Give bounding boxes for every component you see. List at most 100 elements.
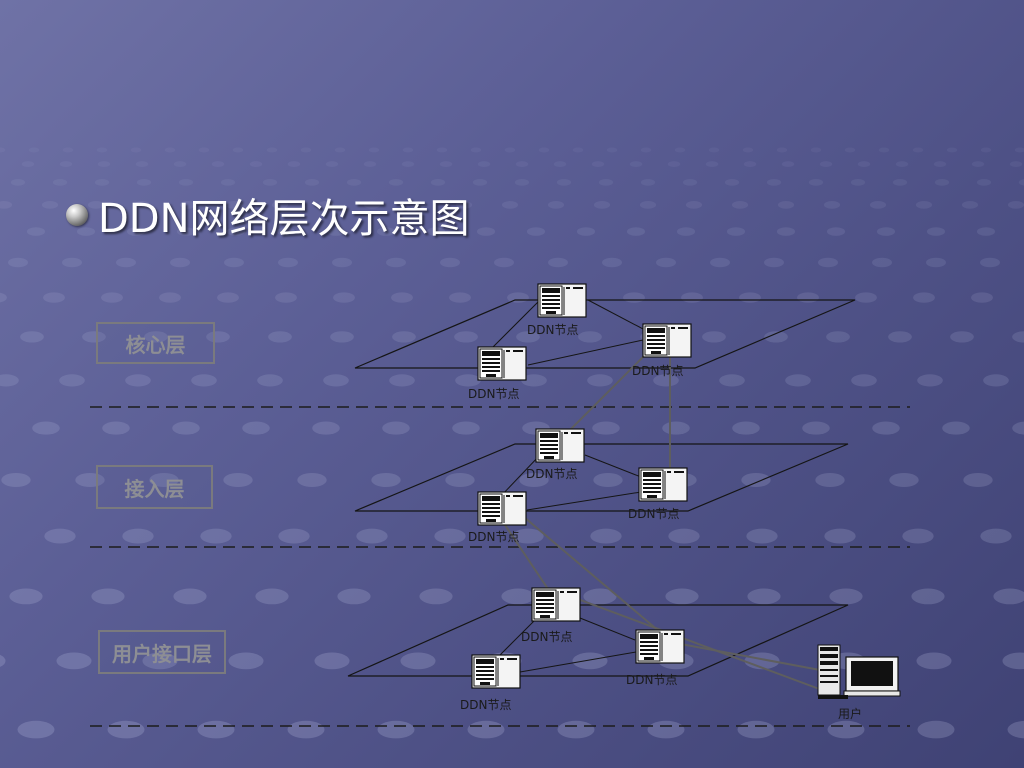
node-label: DDN节点 xyxy=(626,673,677,687)
background-dot xyxy=(548,257,568,268)
background-dot xyxy=(28,147,40,153)
background-dot xyxy=(226,227,246,236)
background-dot xyxy=(363,201,381,209)
background-dot xyxy=(206,331,230,343)
background-dot xyxy=(1007,720,1024,739)
background-dot xyxy=(777,201,795,209)
background-dot xyxy=(685,201,703,209)
background-dot xyxy=(326,227,346,236)
background-dot xyxy=(82,331,106,343)
background-dot xyxy=(125,374,151,387)
background-dot xyxy=(91,588,125,605)
access-layer-plane xyxy=(354,443,849,512)
background-dot xyxy=(888,331,912,343)
background-dot xyxy=(980,257,1000,268)
background-dot xyxy=(602,257,622,268)
background-dot xyxy=(514,179,530,186)
background-dot xyxy=(455,374,481,387)
background-dot xyxy=(401,161,415,168)
server-node-icon xyxy=(477,346,527,381)
background-dot xyxy=(889,473,919,487)
background-dot xyxy=(255,588,289,605)
inter-layer-link xyxy=(574,597,823,691)
background-dot xyxy=(135,161,149,168)
background-dot xyxy=(917,374,943,387)
background-dot xyxy=(276,227,296,236)
background-dot xyxy=(741,473,771,487)
background-dot xyxy=(653,374,679,387)
background-dot xyxy=(710,257,730,268)
core-link xyxy=(587,299,646,331)
background-dot xyxy=(746,528,778,544)
server-node-icon xyxy=(477,491,527,526)
background-dot xyxy=(94,179,110,186)
background-dot xyxy=(389,374,415,387)
background-dot xyxy=(976,227,996,236)
background-dot xyxy=(785,374,811,387)
background-dot xyxy=(815,473,845,487)
background-dot xyxy=(159,292,181,303)
background-dot xyxy=(217,292,239,303)
background-dot xyxy=(136,179,152,186)
node-label: DDN节点 xyxy=(468,387,519,401)
background-dot xyxy=(26,227,46,236)
node-label: DDN节点 xyxy=(632,364,683,378)
background-dot xyxy=(56,652,92,670)
user-layer-link xyxy=(519,651,637,673)
access-link xyxy=(584,454,642,478)
background-dot xyxy=(626,227,646,236)
background-dot xyxy=(946,147,958,153)
background-dot xyxy=(1002,652,1024,670)
background-dot xyxy=(436,147,448,153)
core-layer-plane xyxy=(354,299,856,369)
background-dot xyxy=(391,292,413,303)
background-dot xyxy=(363,161,377,168)
background-dot xyxy=(583,588,617,605)
background-dot xyxy=(598,179,614,186)
background-dot xyxy=(810,147,822,153)
background-dot xyxy=(708,147,720,153)
background-dot xyxy=(476,227,496,236)
access-link xyxy=(526,491,642,511)
background-dot xyxy=(971,292,993,303)
background-dot xyxy=(377,720,415,739)
background-dot xyxy=(682,179,698,186)
background-dot xyxy=(287,720,325,739)
background-dot xyxy=(356,528,388,544)
background-dot xyxy=(993,588,1024,605)
background-dot xyxy=(926,257,946,268)
background-dot xyxy=(980,528,1012,544)
background-dot xyxy=(455,201,473,209)
background-dot xyxy=(346,179,362,186)
node-label: DDN节点 xyxy=(468,530,519,544)
background-dot xyxy=(337,588,371,605)
access-link xyxy=(499,454,541,498)
background-dot xyxy=(304,179,320,186)
background-dot xyxy=(983,374,1009,387)
layer-label-core: 核心层 xyxy=(96,322,215,364)
background-dot xyxy=(1007,201,1024,209)
background-dot xyxy=(705,161,719,168)
background-dot xyxy=(640,179,656,186)
user-label: 用户 xyxy=(838,706,862,721)
background-dot xyxy=(576,227,596,236)
node-label: DDN节点 xyxy=(460,698,511,712)
background-dot xyxy=(439,161,453,168)
background-dot xyxy=(225,201,243,209)
background-dot xyxy=(911,588,945,605)
background-dot xyxy=(916,652,952,670)
node-label: DDN节点 xyxy=(628,507,679,521)
background-dot xyxy=(191,374,217,387)
background-dot xyxy=(9,588,43,605)
sphere-bullet-icon xyxy=(66,204,88,226)
background-dot xyxy=(915,201,933,209)
background-dot xyxy=(388,179,404,186)
background-dot xyxy=(872,421,900,435)
background-dot xyxy=(62,147,74,153)
background-dot xyxy=(913,292,935,303)
background-dot xyxy=(515,161,529,168)
background-dot xyxy=(325,161,339,168)
background-dot xyxy=(371,473,401,487)
background-dot xyxy=(330,331,354,343)
